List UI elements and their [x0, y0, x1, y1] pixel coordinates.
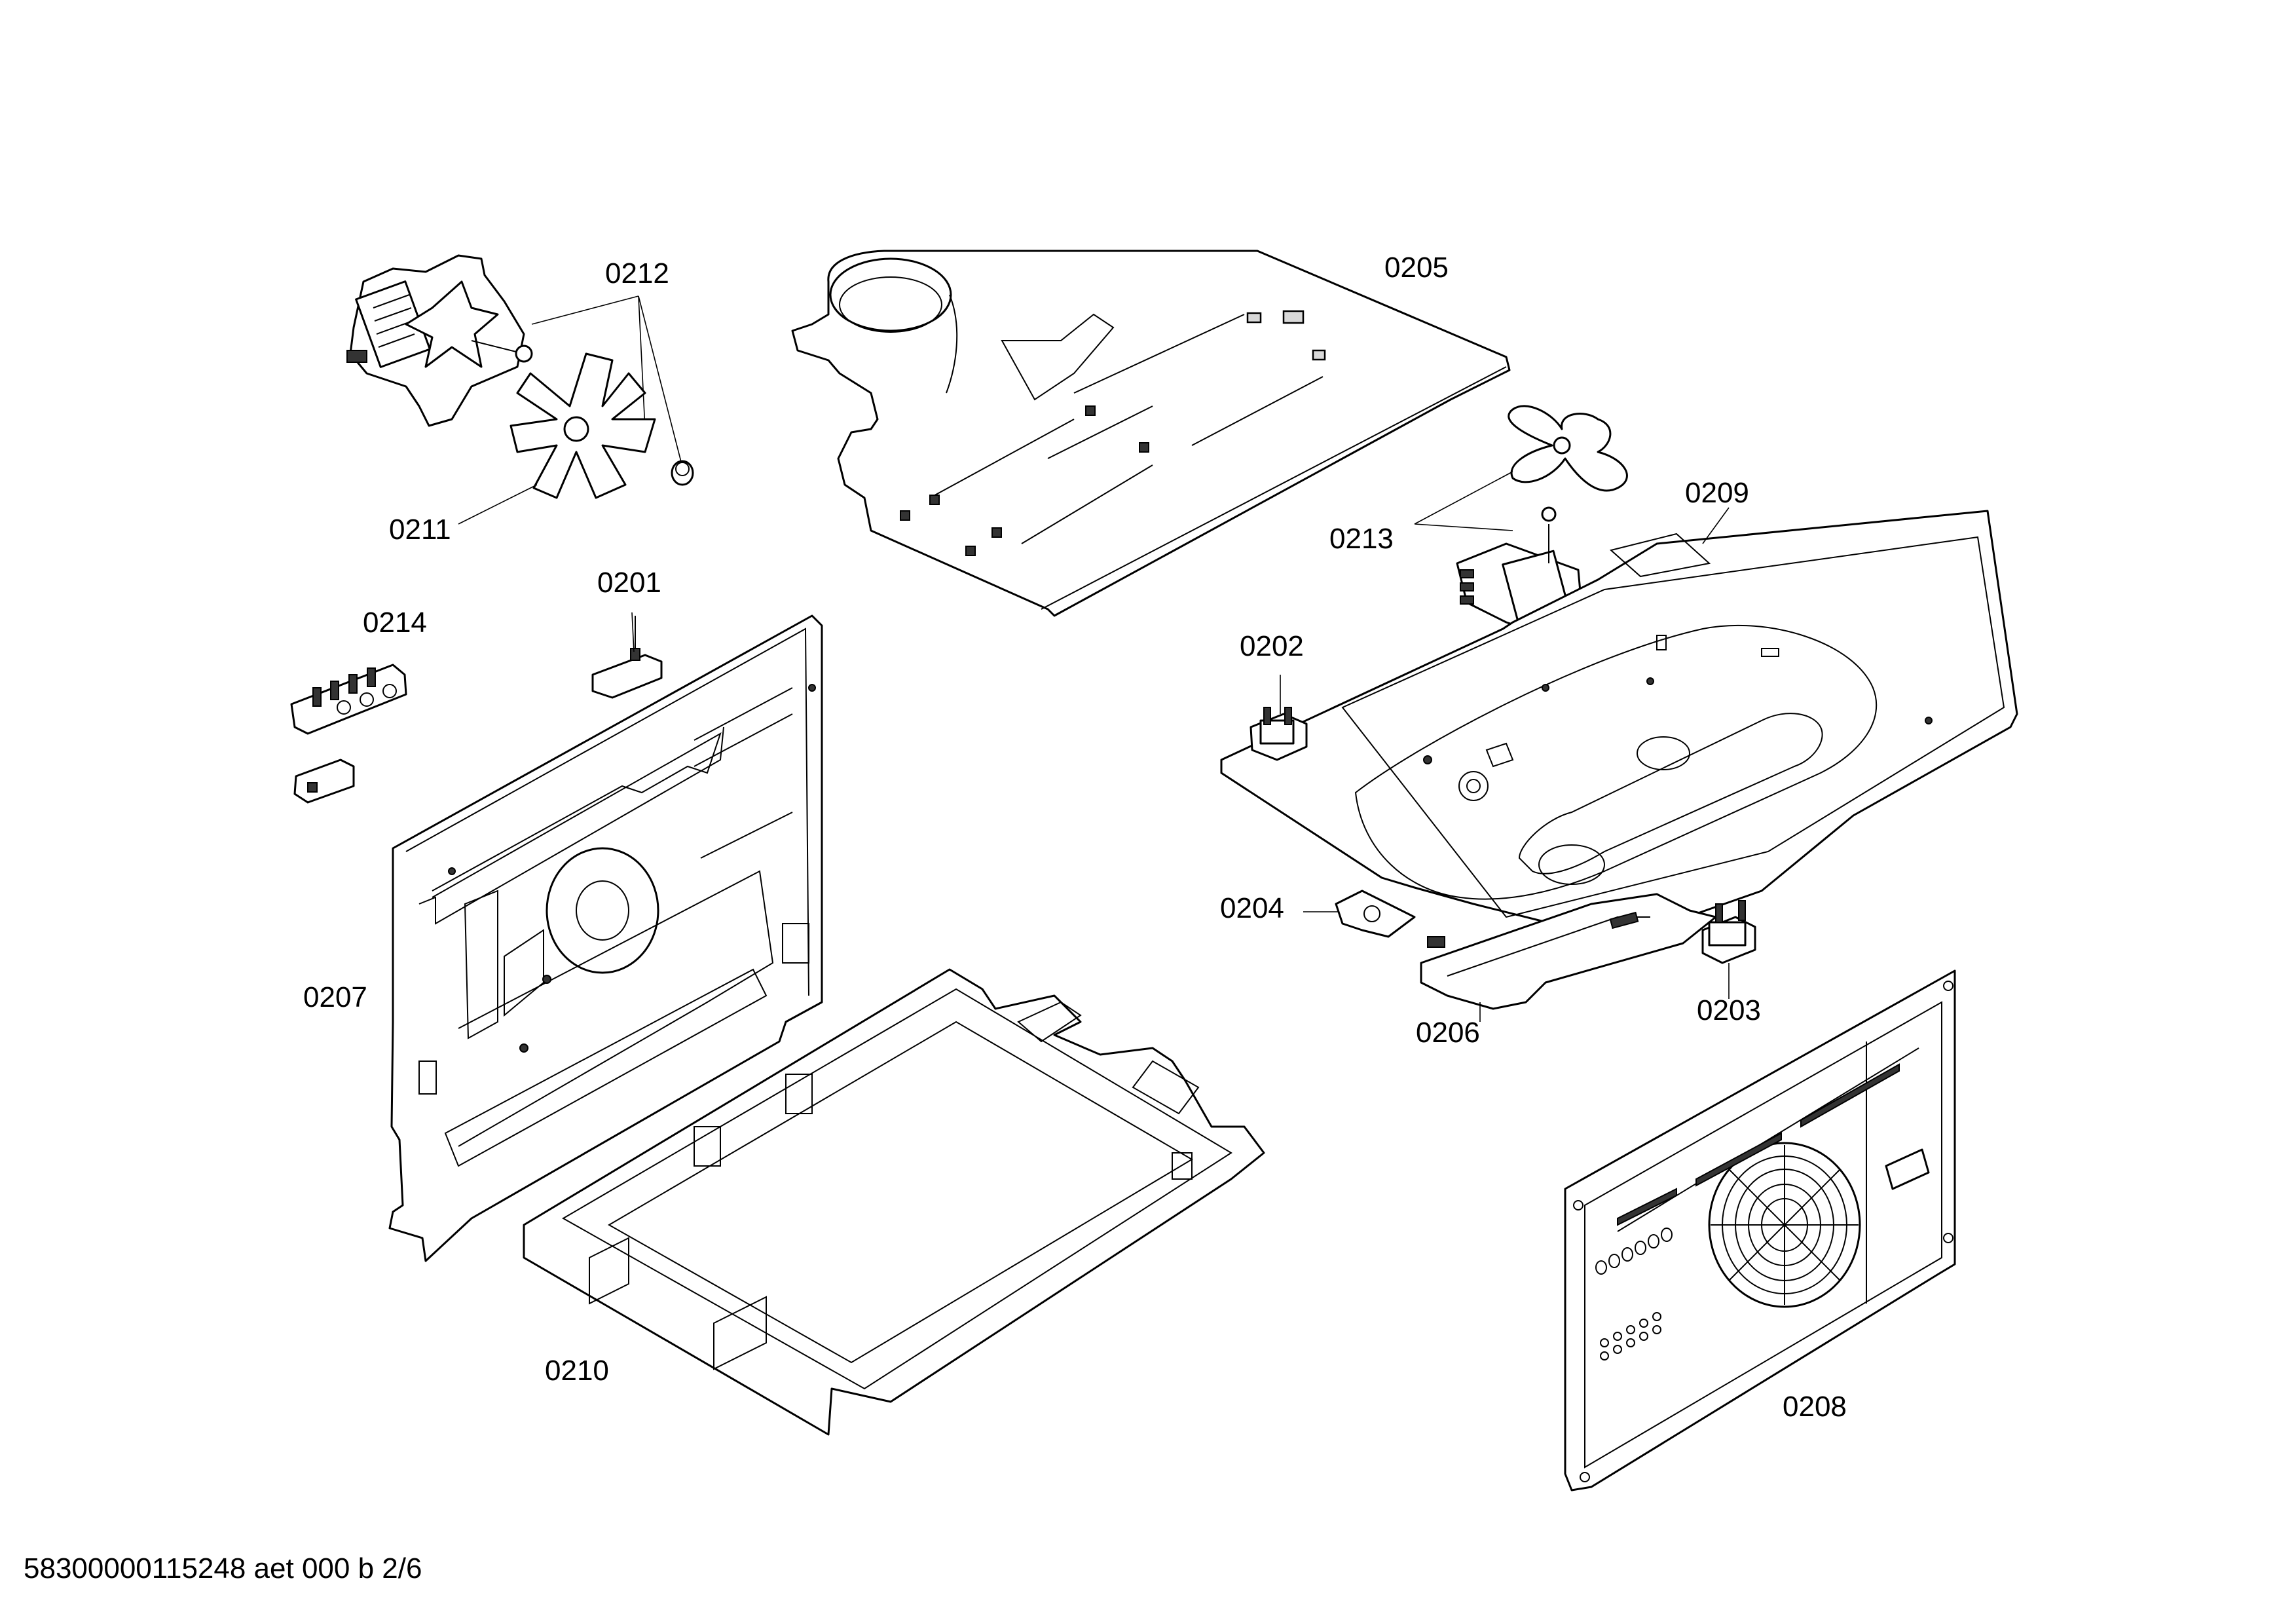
label-0213: 0213: [1329, 523, 1394, 555]
leader-0211: [458, 484, 538, 525]
label-0203: 0203: [1697, 994, 1761, 1026]
label-0205: 0205: [1384, 252, 1449, 284]
part-0207-back-panel: [388, 614, 823, 1262]
part-0209-top-plate: [1220, 510, 2018, 935]
part-0206-heater-plate: [1420, 893, 1717, 1010]
part-0214-connector: [293, 759, 355, 804]
part-0201-switch: [591, 616, 663, 699]
leader-0213: [1414, 471, 1513, 531]
part-0211-fan-blade: [509, 352, 656, 499]
part-0205-air-duct: [791, 250, 1511, 617]
label-0206: 0206: [1416, 1017, 1480, 1049]
document-code: 58300000115248 aet 000 b 2/6: [24, 1552, 422, 1585]
label-0204: 0204: [1220, 892, 1284, 924]
part-0202-thermostat: [1250, 707, 1308, 761]
leader-0209: [1702, 507, 1730, 544]
part-0210-bottom-tray: [523, 968, 1265, 1436]
part-0204-clip: [1335, 890, 1416, 938]
label-0209: 0209: [1685, 477, 1749, 509]
part-labels: 0212 0211 0205 0213 0209 0201 0214 0202 …: [303, 252, 1847, 1423]
label-0211: 0211: [389, 514, 451, 546]
part-0212-fan-motor: [346, 254, 533, 427]
label-0212: 0212: [605, 257, 669, 290]
part-0208-fan-cover-panel: [1564, 969, 1956, 1492]
leader-0212: [531, 295, 682, 462]
label-0201: 0201: [597, 567, 661, 599]
label-0214: 0214: [363, 607, 427, 639]
part-0212-nut: [671, 460, 694, 486]
leader-0201: [631, 612, 635, 652]
label-0202: 0202: [1240, 630, 1304, 662]
part-0214-terminal-block: [290, 664, 407, 735]
part-0203-thermostat: [1701, 900, 1756, 964]
part-0213-fan-blade: [1508, 405, 1628, 492]
label-0208: 0208: [1783, 1391, 1847, 1423]
label-0207: 0207: [303, 981, 367, 1013]
label-0210: 0210: [545, 1355, 609, 1387]
